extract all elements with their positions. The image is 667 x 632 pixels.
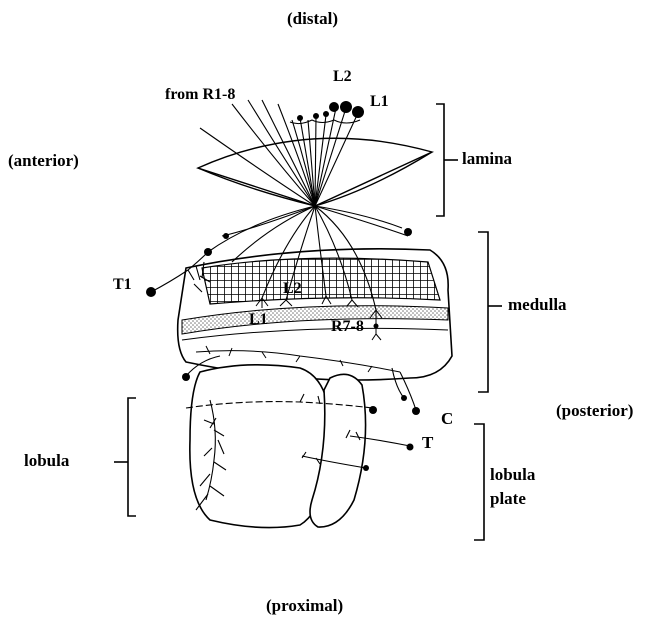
lobula-plate-label-line1: lobula	[490, 466, 535, 484]
medulla-neuropil	[178, 249, 452, 380]
l1-top-label: L1	[370, 93, 389, 111]
c-cell-soma	[182, 373, 190, 381]
cell-soma	[369, 406, 377, 414]
lobula-label: lobula	[24, 452, 69, 470]
t-cell-soma	[407, 444, 414, 451]
l1-medulla-label: L1	[249, 311, 268, 329]
proximal-label: (proximal)	[266, 597, 343, 615]
lobula-bracket	[114, 398, 136, 516]
lobula-plate-label-line2: plate	[490, 490, 526, 508]
t-cell-label: T	[422, 434, 433, 452]
posterior-label: (posterior)	[556, 402, 633, 420]
c-cell-label: C	[441, 410, 453, 428]
t1-label: T1	[113, 276, 132, 294]
cell-soma	[204, 248, 212, 256]
r7-8-terminal	[374, 324, 379, 329]
l2-medulla-label: L2	[283, 280, 302, 298]
lamina-cell-somata	[297, 101, 364, 121]
cell-soma	[363, 465, 369, 471]
t1-soma	[146, 287, 156, 297]
lamina-bracket	[436, 104, 458, 216]
cell-soma	[404, 228, 412, 236]
lobula-neuropil	[190, 365, 331, 528]
medulla-bracket	[478, 232, 502, 392]
anterior-label: (anterior)	[8, 152, 79, 170]
lobula-plate-bracket	[474, 424, 484, 540]
medulla-label: medulla	[508, 296, 567, 314]
c-cell-soma	[412, 407, 420, 415]
distal-label: (distal)	[287, 10, 338, 28]
cell-soma	[401, 395, 407, 401]
cell-soma	[223, 233, 229, 239]
l2-top-label: L2	[333, 68, 352, 86]
r7-8-label: R7-8	[331, 318, 364, 336]
lamina-label: lamina	[462, 150, 512, 168]
from-r1-8-label: from R1-8	[165, 86, 235, 104]
